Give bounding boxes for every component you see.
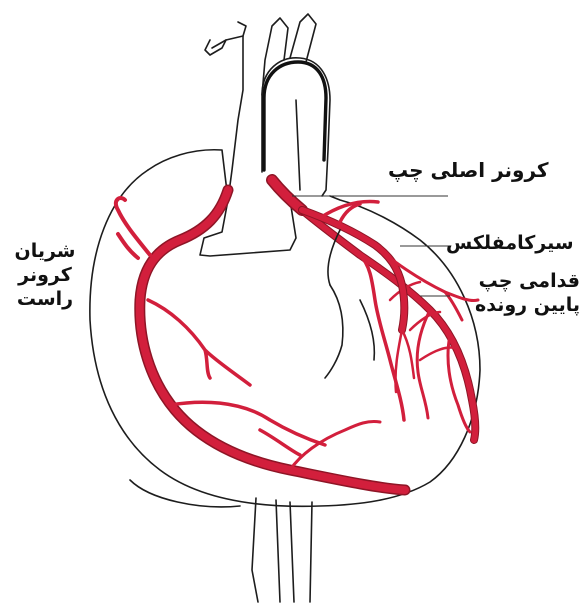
cardiac-vein-2 <box>360 300 374 360</box>
cardiac-vein-1 <box>325 285 343 378</box>
coronary-arteries <box>116 180 478 490</box>
rca-branch-marginal <box>148 300 250 385</box>
lower-vessel-left <box>252 498 280 602</box>
lower-vessel-right <box>290 502 312 602</box>
aorta-arch-inner-thick <box>264 62 326 170</box>
inferior-vessels <box>252 498 312 602</box>
label-rca-line-1: شریان <box>2 240 88 264</box>
aorta-branch-b <box>290 14 316 62</box>
rca-branch-posterior <box>290 421 380 470</box>
label-rca-line-3: راست <box>2 288 88 312</box>
label-rca-line-2: کرونر <box>2 264 88 288</box>
label-circumflex: سیرکامفلکس <box>446 232 574 256</box>
lad-diagonal-2 <box>417 310 430 418</box>
heart-contour <box>90 170 480 506</box>
label-right-coronary: شریان کرونر راست <box>2 240 88 311</box>
circumflex-artery <box>302 210 404 330</box>
label-left-anterior-descending: قدامی چپ پایین رونده <box>440 270 580 318</box>
label-lad-line-1: قدامی چپ <box>440 270 580 294</box>
left-main-artery-fill <box>272 180 302 210</box>
circumflex-lower-branches <box>395 330 414 392</box>
label-lad-line-2: پایین رونده <box>440 294 580 318</box>
label-left-main-coronary: کرونر اصلی چپ <box>388 158 549 183</box>
rca-branch-upper <box>116 198 150 258</box>
aorta-inner-line <box>296 100 300 190</box>
pulmonary-trunk-right <box>212 22 246 48</box>
